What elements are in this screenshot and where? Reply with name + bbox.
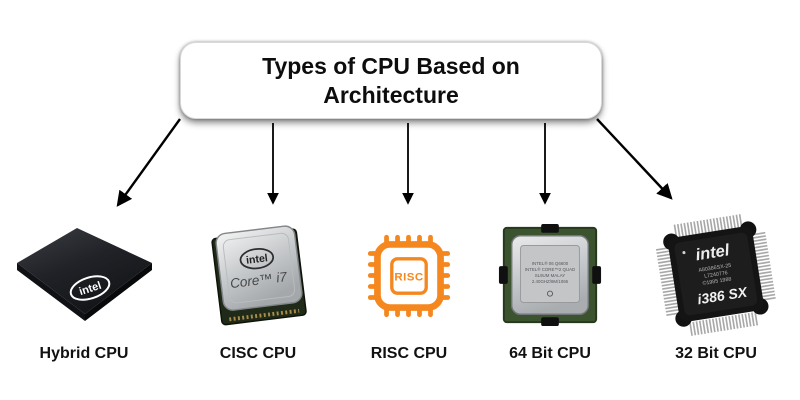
heat-spreader-plateau: [222, 232, 296, 304]
32bit-cpu-image: intel A80386SX-25 L7240776 ©1985 1988 i3…: [655, 213, 776, 336]
chip-right-edge: [85, 262, 152, 321]
intel-logo-text: intel: [245, 252, 268, 267]
core-i7-text: Core™ i7: [229, 269, 288, 291]
chip-left-edge: [17, 262, 85, 321]
pin1-dot: [682, 250, 686, 254]
socket-tab-top: [541, 223, 559, 233]
cpu-label-cisc: CISC CPU: [219, 345, 297, 362]
hybrid-cpu-image: intel: [17, 227, 152, 321]
chip-inner-outline: [390, 256, 428, 295]
marking-line-2: INTEL® CORE™2 QUAD: [525, 266, 576, 272]
marking-line-2: L7240776: [704, 270, 728, 280]
cpu-item-32bit: intel A80386SX-25 L7240776 ©1985 1988 i3…: [641, 200, 791, 363]
chip-top-face: [17, 227, 152, 314]
intel-logo-text: intel: [694, 241, 731, 264]
cpu-label-32bit: 32 Bit CPU: [675, 345, 757, 362]
heat-spreader-plateau: [520, 245, 580, 303]
risc-chip-text: RISC: [394, 271, 423, 283]
cpu-item-cisc: intel Core™ i7 CISC CPU: [183, 200, 333, 363]
socket-tab-bottom: [541, 317, 559, 327]
chip-face: [674, 232, 758, 315]
marking-line-4: 2.40GHZ/8M/1066: [532, 279, 569, 284]
title-box: Types of CPU Based on Architecture: [180, 42, 602, 119]
etched-markings: INTEL® 06 Q6600 INTEL® CORE™2 QUAD SL9UM…: [525, 260, 576, 284]
marking-line-3: SL9UM MALAY: [535, 273, 566, 278]
marking-line-1: A80386SX-25: [698, 262, 732, 273]
diagram-title: Types of CPU Based on Architecture: [262, 52, 520, 108]
gold-contacts: [229, 308, 300, 322]
chip-pins: [655, 213, 776, 336]
socket-tab-right: [592, 266, 602, 284]
intel-logo-oval: [69, 274, 111, 301]
i386-model-text: i386 SX: [696, 283, 749, 307]
cpu-label-hybrid: Hybrid CPU: [39, 345, 129, 362]
cpu-item-hybrid: intel Hybrid CPU: [9, 200, 159, 363]
intel-logo-oval: [239, 248, 275, 270]
arrow-to-32bit-cpu: [596, 118, 673, 200]
marking-line-1: INTEL® 06 Q6600: [532, 260, 569, 266]
arrow-to-hybrid-cpu: [116, 118, 181, 207]
risc-chip-icon: RISC: [367, 234, 451, 317]
marking-line-3: ©1985 1988: [702, 275, 732, 286]
cpu-label-64bit: 64 Bit CPU: [509, 345, 591, 362]
cpu-label-risc: RISC CPU: [370, 345, 448, 362]
etched-logo-mark: [547, 290, 553, 297]
cisc-cpu-image: intel Core™ i7: [211, 225, 307, 326]
cpu-item-64bit: INTEL® 06 Q6600 INTEL® CORE™2 QUAD SL9UM…: [475, 200, 625, 363]
etched-markings: A80386SX-25 L7240776 ©1985 1988: [698, 262, 732, 286]
64bit-cpu-image: INTEL® 06 Q6600 INTEL® CORE™2 QUAD SL9UM…: [498, 223, 602, 327]
cpu-item-risc: RISC RISC CPU: [334, 200, 484, 363]
socket-tab-left: [498, 266, 508, 284]
